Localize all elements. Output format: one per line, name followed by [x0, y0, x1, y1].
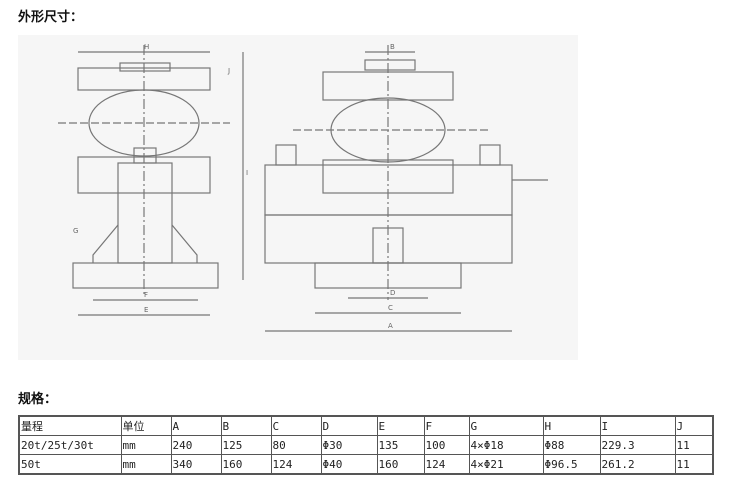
cell: 4×Φ18 [468, 435, 544, 455]
cell: 340 [170, 454, 222, 475]
cell: 20t/25t/30t [18, 435, 122, 455]
header-cell: G [468, 415, 544, 436]
cell: 124 [270, 454, 322, 475]
header-cell: E [376, 415, 425, 436]
cell: 4×Φ21 [468, 454, 544, 475]
header-cell: A [170, 415, 222, 436]
cell: mm [120, 435, 172, 455]
cell: Φ30 [320, 435, 378, 455]
dimension-label-C: C [388, 304, 393, 312]
cell: 240 [170, 435, 222, 455]
header-cell: J [674, 415, 714, 436]
cell: 100 [423, 435, 470, 455]
cell: 125 [220, 435, 272, 455]
front-view [264, 45, 548, 332]
header-cell: D [320, 415, 378, 436]
dimension-label-F: F [144, 291, 148, 299]
dimension-label-B: B [390, 43, 395, 51]
cell: 11 [674, 454, 714, 475]
header-cell: F [423, 415, 470, 436]
dimension-label-G: G [73, 227, 78, 235]
header-cell: H [542, 415, 601, 436]
dimension-label-I: I [246, 169, 248, 177]
cell: Φ96.5 [542, 454, 601, 475]
dimensions-heading: 外形尺寸： [18, 10, 84, 25]
header-cell: 单位 [120, 415, 172, 436]
dimension-label-A: A [388, 322, 393, 330]
specs-heading: 规格： [18, 392, 58, 407]
cell: 50t [18, 454, 122, 475]
cell: Φ40 [320, 454, 378, 475]
cell: mm [120, 454, 172, 475]
header-cell: I [599, 415, 676, 436]
cell: Φ88 [542, 435, 601, 455]
dimension-label-J: J [227, 67, 230, 75]
header-cell: 量程 [18, 415, 122, 436]
cell: 261.2 [599, 454, 676, 475]
header-cell: B [220, 415, 272, 436]
side-view [58, 45, 244, 316]
cell: 229.3 [599, 435, 676, 455]
dimension-label-D: D [390, 289, 395, 297]
dimension-label-H: H [144, 43, 149, 51]
cell: 160 [220, 454, 272, 475]
cell: 124 [423, 454, 470, 475]
cell: 80 [270, 435, 322, 455]
header-cell: C [270, 415, 322, 436]
cell: 11 [674, 435, 714, 455]
dimension-label-E: E [144, 306, 148, 314]
cell: 135 [376, 435, 425, 455]
cell: 160 [376, 454, 425, 475]
